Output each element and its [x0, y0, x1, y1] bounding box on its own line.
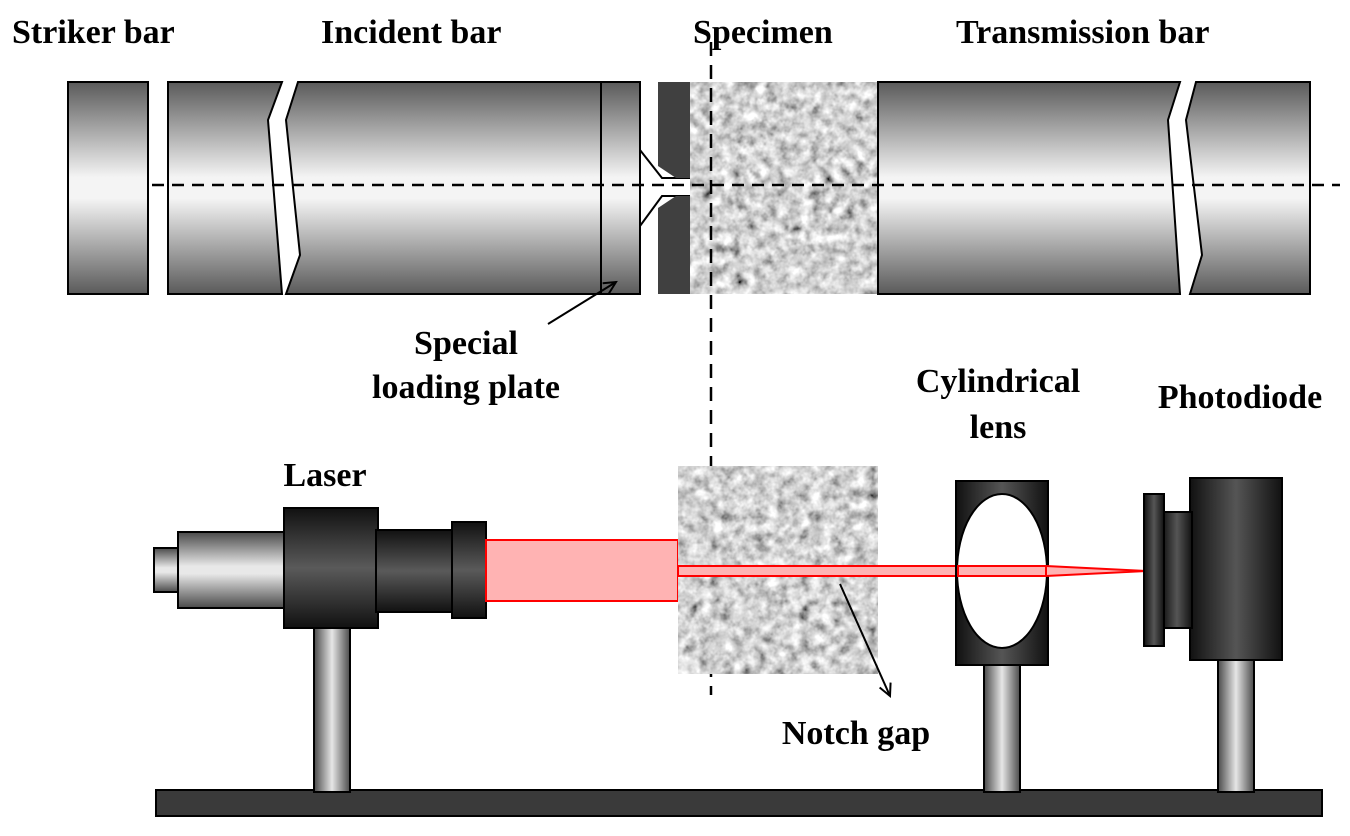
label-specimen: Specimen [693, 14, 833, 51]
laser-beam [485, 539, 679, 602]
cylindrical-lens [955, 480, 1049, 793]
label-photodiode: Photodiode [1158, 379, 1322, 416]
notch-gap-arrow [839, 583, 890, 696]
loading-plate-arrow [547, 282, 616, 325]
label-loading-plate-line2: loading plate [372, 369, 560, 406]
photodiode-pole [1217, 657, 1255, 793]
focused-beam [957, 565, 1147, 577]
label-striker-bar: Striker bar [12, 14, 175, 51]
label-notch-gap: Notch gap [782, 715, 930, 752]
label-laser: Laser [283, 457, 366, 494]
label-transmission-bar: Transmission bar [956, 14, 1209, 51]
transmission-bar [877, 81, 1311, 295]
label-cylindrical-lens-line1: Cylindrical [916, 363, 1080, 400]
striker-bar [67, 81, 149, 295]
laser [153, 507, 487, 793]
notch-beam [677, 565, 959, 577]
base-rail [155, 789, 1323, 817]
incident-bar [167, 81, 690, 295]
lens-pole [983, 663, 1021, 793]
laser-pole [313, 627, 351, 793]
photodiode [1143, 477, 1283, 793]
specimen-block-top [690, 82, 878, 294]
label-cylindrical-lens-line2: lens [970, 409, 1027, 446]
label-incident-bar: Incident bar [321, 14, 501, 51]
label-loading-plate-line1: Special [414, 325, 518, 362]
special-loading-plate [658, 82, 690, 294]
